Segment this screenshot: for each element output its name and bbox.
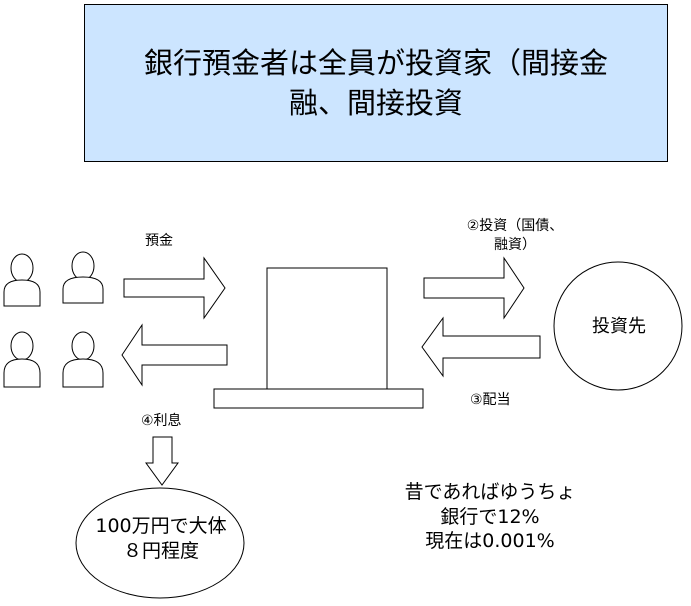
note-line-3: 現在は0.001% <box>425 530 555 553</box>
bank-building <box>266 267 388 390</box>
note-line-2: 銀行で12% <box>440 505 540 528</box>
interest-label: ④利息 <box>141 413 182 429</box>
investment-label: ②投資（国債、 融資） <box>450 217 580 255</box>
dividend-arrow <box>421 316 541 378</box>
result-line-2: ８円程度 <box>122 539 199 562</box>
title-box: 銀行預金者は全員が投資家（間接金 融、間接投資 <box>84 4 668 162</box>
depositor-person-icon <box>3 331 41 388</box>
note-line-1: 昔であればゆうちょ <box>404 481 576 503</box>
bank-base <box>213 388 424 409</box>
result-down-arrow <box>145 436 179 486</box>
dividend-label: ③配当 <box>470 392 511 408</box>
depositor-person-icon <box>62 251 104 304</box>
title-line-1: 銀行預金者は全員が投資家（間接金 <box>143 45 608 80</box>
result-ellipse-text: 100万円で大体 ８円程度 <box>76 514 246 563</box>
investment-label-line-2: 融資） <box>494 236 536 253</box>
deposit-arrow <box>123 256 226 320</box>
investee-label: 投資先 <box>592 316 646 337</box>
interest-rate-note: 昔であればゆうちょ 銀行で12% 現在は0.001% <box>380 480 600 554</box>
depositor-person-icon <box>62 331 104 388</box>
depositor-person-icon <box>3 253 41 307</box>
result-ellipse <box>75 487 245 599</box>
investee-circle <box>553 261 683 391</box>
investment-label-line-1: ②投資（国債、 <box>466 218 564 234</box>
deposit-label: 預金 <box>145 233 173 249</box>
result-line-1: 100万円で大体 <box>95 515 227 537</box>
title-line-2: 融、間接投資 <box>288 86 463 120</box>
investment-arrow <box>423 256 525 320</box>
interest-arrow <box>121 323 228 387</box>
